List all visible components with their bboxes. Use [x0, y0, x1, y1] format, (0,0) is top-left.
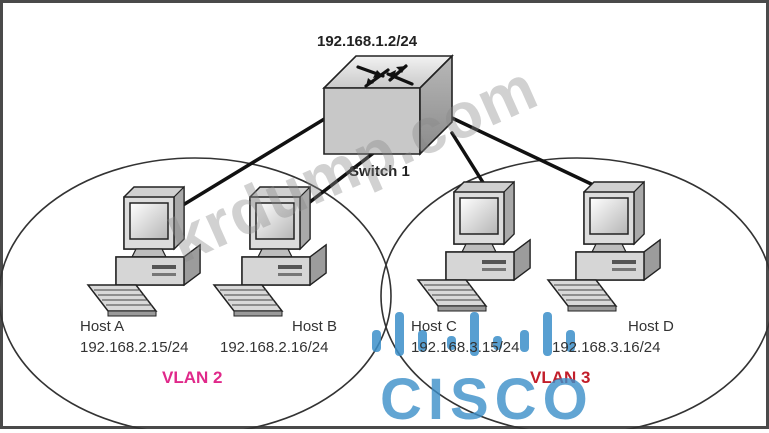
host-c-name: Host C	[411, 318, 457, 335]
vlan3-label: VLAN 3	[530, 368, 591, 387]
link-host-a	[181, 116, 328, 207]
host-a-ip: 192.168.2.15/24	[80, 339, 189, 356]
computer-icon	[547, 181, 661, 312]
switch-name-label: Switch 1	[349, 163, 410, 180]
host-b-ip: 192.168.2.16/24	[220, 339, 329, 356]
vlan2-boundary	[0, 157, 392, 429]
cisco-logo-watermark: CISCO	[380, 367, 594, 432]
host-d-name: Host D	[628, 318, 674, 335]
vlan3-boundary	[380, 157, 769, 429]
vlan2-label: VLAN 2	[162, 368, 223, 387]
cisco-bars-icon	[372, 312, 575, 356]
host-a-name: Host A	[80, 318, 125, 335]
switch-icon	[322, 54, 454, 156]
host-b-name: Host B	[292, 318, 338, 335]
host-d-ip: 192.168.3.16/24	[552, 339, 661, 356]
host-c-ip: 192.168.3.15/24	[411, 339, 520, 356]
switch-ip-label: 192.168.1.2/24	[317, 33, 418, 50]
link-host-b	[304, 149, 378, 207]
